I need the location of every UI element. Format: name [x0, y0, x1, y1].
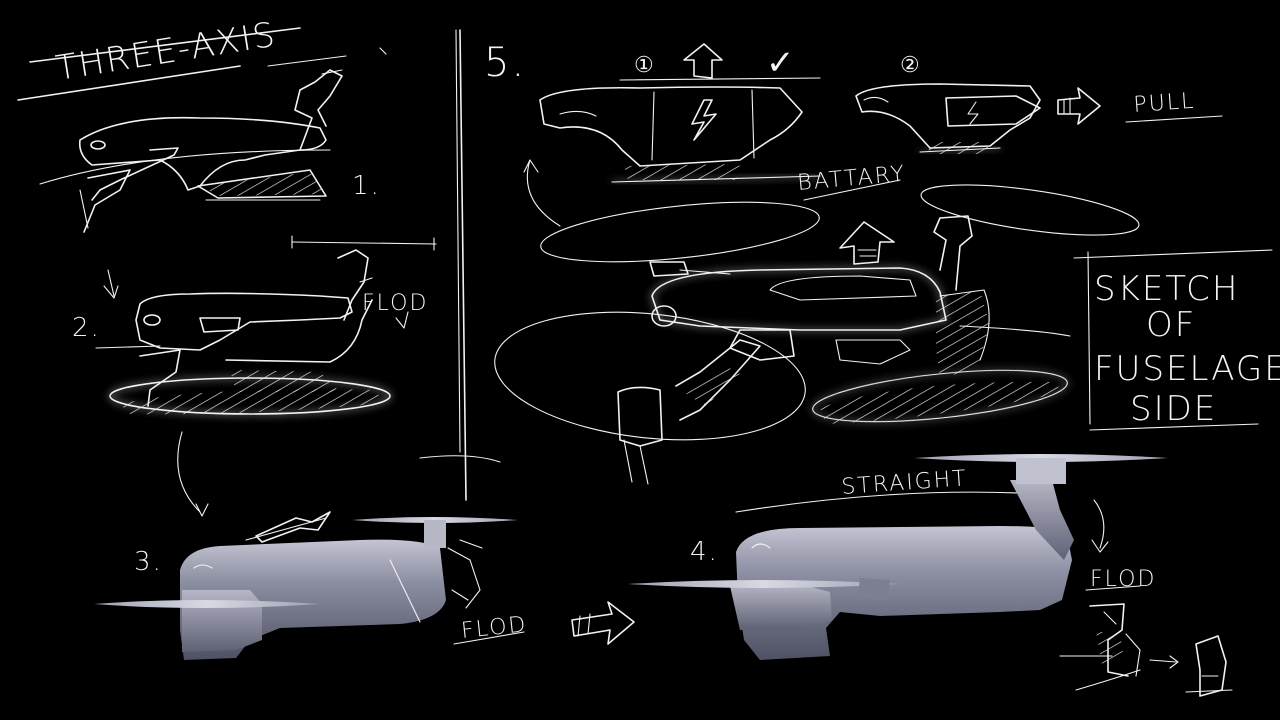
battery-label: BATTARY: [796, 162, 907, 196]
render-step-4: STRAIGHT 4.: [628, 454, 1168, 660]
fold-step3-label: FLOD: [460, 612, 529, 644]
render-step-3: 3. FLOD: [94, 511, 529, 660]
pull-label: PULL: [1133, 89, 1196, 118]
up-arrow-icon: [683, 43, 723, 79]
sketch-step-2: FLOD 2.: [72, 235, 437, 415]
step-2-label: 2.: [72, 313, 101, 343]
fold-detail-sketch: FLOD: [1059, 567, 1233, 697]
sketch-title-line-2: OF: [1146, 305, 1196, 345]
sketch-title-line-3: FUSELAGE: [1094, 349, 1280, 389]
step-5-label: 5.: [484, 40, 526, 86]
vertical-divider: [419, 29, 501, 501]
circle-1-label: ①: [634, 53, 656, 78]
sketch-step-5: 5. ① ✓ ② PULL BAT: [484, 40, 1223, 485]
three-axis-title: THREE-AXIS: [17, 15, 387, 101]
up-arrow-icon: [839, 221, 895, 265]
lightning-icon: [691, 99, 717, 141]
step-4-label: 4.: [690, 537, 719, 567]
check-icon: ✓: [766, 43, 797, 83]
fuselage-title-box: SKETCH OF FUSELAGE SIDE: [1073, 249, 1280, 431]
sketch-title-line-1: SKETCH: [1094, 269, 1239, 309]
fold-right-label: FLOD: [1090, 567, 1156, 592]
fold-small-label: FLOD: [362, 291, 428, 316]
sketch-title-line-4: SIDE: [1130, 389, 1217, 429]
right-arrow-icon: [571, 601, 635, 645]
flow-arrow-head: [195, 503, 209, 517]
sketch-step-1: 1.: [39, 55, 381, 233]
circle-2-label: ②: [900, 53, 922, 78]
straight-label: STRAIGHT: [841, 466, 969, 500]
flow-arrow-2-3: [177, 431, 201, 513]
pull-arrow-icon: [1057, 87, 1101, 125]
step-1-label: 1.: [352, 171, 381, 201]
step-3-label: 3.: [134, 547, 163, 577]
